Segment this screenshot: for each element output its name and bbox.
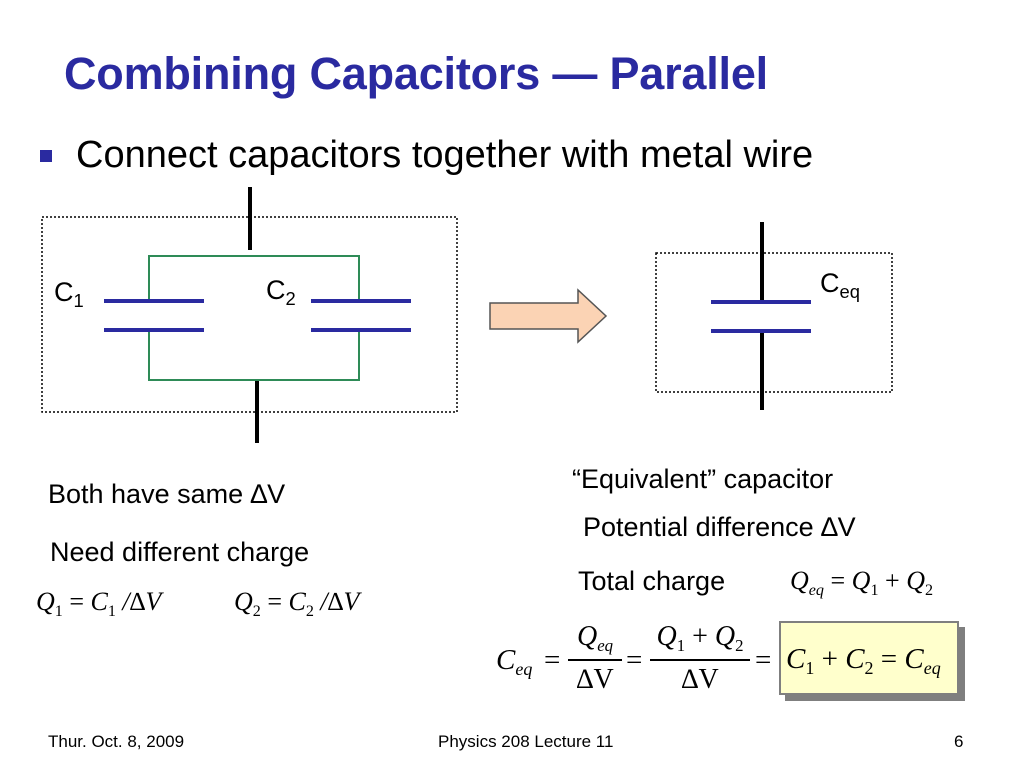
parallel-dotted-box xyxy=(41,216,458,413)
footer-page-number: 6 xyxy=(954,732,964,751)
slide-title: Combining Capacitors — Parallel xyxy=(64,48,768,99)
right-arrow-icon xyxy=(489,288,608,344)
ceq-equals-1: = xyxy=(544,644,561,676)
bullet-square-icon xyxy=(40,150,52,162)
footer-course: Physics 208 Lecture 11 xyxy=(438,732,614,751)
sum-charge-over-dv-fraction: Q1 + Q2 ∆V xyxy=(650,620,750,697)
charge-over-dv-fraction: Qeq ∆V xyxy=(568,620,622,697)
ceq-label: Ceq xyxy=(820,268,860,302)
ceq-equals-2: = xyxy=(626,644,643,676)
green-wire-left xyxy=(148,255,360,301)
ceq-equals-3: = xyxy=(755,644,772,676)
total-charge-note: Total charge xyxy=(578,566,726,596)
potential-difference-note: Potential difference ∆V xyxy=(583,512,856,542)
bullet-text: Connect capacitors together with metal w… xyxy=(76,134,814,176)
result-box xyxy=(779,621,959,695)
equivalent-dotted-box xyxy=(655,252,893,393)
q2-equation: Q2 = C2 /∆V xyxy=(234,587,360,620)
qeq-equation: Qeq = Q1 + Q2 xyxy=(790,566,934,599)
ceq-lhs: Ceq xyxy=(496,644,533,680)
c1-label: C1 xyxy=(54,277,84,311)
green-wire-right xyxy=(148,330,360,381)
same-dv-note: Both have same ∆V xyxy=(48,479,286,509)
result-equation: C1 + C2 = Ceq xyxy=(786,643,941,679)
c2-label: C2 xyxy=(266,275,296,309)
equivalent-capacitor-note: “Equivalent” capacitor xyxy=(572,464,834,494)
q1-equation: Q1 = C1 /∆V xyxy=(36,587,162,620)
different-charge-note: Need different charge xyxy=(50,537,310,567)
footer-date: Thur. Oct. 8, 2009 xyxy=(48,732,185,751)
